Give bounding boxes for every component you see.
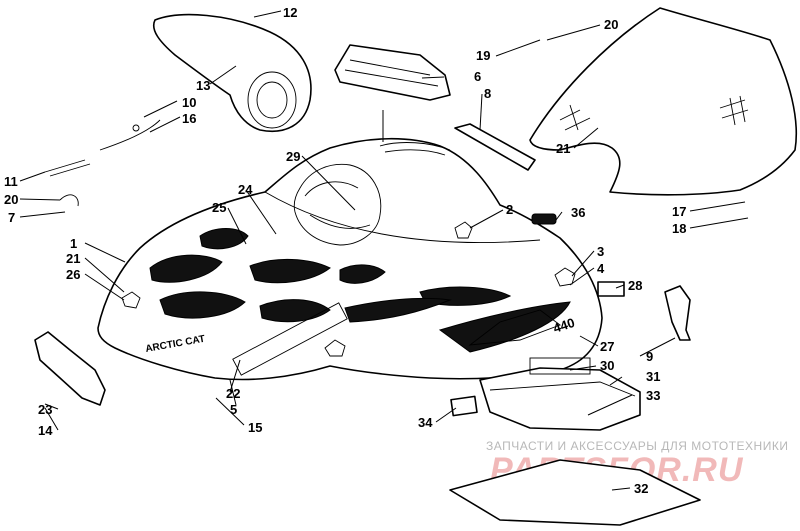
callout-20-top: 20 <box>604 17 618 32</box>
callout-5: 5 <box>230 402 237 417</box>
storage-box <box>479 367 641 431</box>
hood-crease <box>264 191 541 244</box>
vent-lower-left <box>159 291 246 319</box>
callout-10: 10 <box>182 95 196 110</box>
callout-21: 21 <box>66 251 80 266</box>
hood: 440 ARCTIC CAT <box>97 137 603 381</box>
vent-lower-center <box>259 299 331 323</box>
decal-2 <box>454 221 473 239</box>
stripe-lower-right <box>438 301 571 353</box>
gauge-inner <box>256 81 288 119</box>
bracket-24 <box>34 331 106 406</box>
vent-left-upper <box>199 228 249 250</box>
leader-lines <box>19 10 749 491</box>
callout-6: 6 <box>474 69 481 84</box>
stripe-center <box>344 297 452 323</box>
spring-11 <box>44 159 91 177</box>
windshield-outline <box>529 7 798 196</box>
console-13 <box>153 13 312 132</box>
callout-29: 28 <box>628 278 642 293</box>
cable-16 <box>99 119 161 151</box>
vent-center <box>249 259 331 284</box>
callout-36: 36 <box>571 205 585 220</box>
storage-32 <box>479 357 641 431</box>
callout-28: 27 <box>600 339 614 354</box>
callout-35: 34 <box>418 415 433 430</box>
callout-13: 13 <box>196 78 210 93</box>
callout-3: 3 <box>597 244 604 259</box>
callout-19: 19 <box>476 48 490 63</box>
decal-27 <box>121 291 141 309</box>
callout-8: 8 <box>484 86 491 101</box>
fastener-10 <box>132 124 140 132</box>
callout-2: 2 <box>506 202 513 217</box>
decal-plate-6 <box>334 44 451 101</box>
callout-34: 33 <box>646 388 660 403</box>
callout-31: 30 <box>600 358 614 373</box>
decal-3 <box>554 267 576 287</box>
callout-24: 23 <box>38 402 52 417</box>
callout-27: 26 <box>66 267 80 282</box>
label-31 <box>529 357 591 375</box>
decal-29 <box>597 281 625 297</box>
mat-33 <box>449 459 701 526</box>
callout-11: 11 <box>4 174 18 189</box>
callout-25: 24 <box>238 182 253 197</box>
callout-labels: 12 13 10 16 11 20 7 1 21 26 24 25 29 6 8… <box>4 5 686 496</box>
callout-30: 29 <box>286 149 300 164</box>
windshield-hatch <box>719 95 749 126</box>
storage-lid-line <box>489 381 636 397</box>
watermark-tagline: ЗАПЧАСТИ И АКСЕССУАРЫ ДЛЯ МОТОТЕХНИКИ <box>486 439 788 453</box>
callout-16: 16 <box>182 111 196 126</box>
callout-23: 22 <box>226 386 240 401</box>
callout-20-left: 20 <box>4 192 18 207</box>
side-vent-9 <box>664 285 691 341</box>
callout-4: 4 <box>597 261 605 276</box>
windshield-hatch-left <box>559 104 591 131</box>
callout-22: 21 <box>556 141 570 156</box>
decal-hood-side <box>324 339 346 357</box>
callout-14: 14 <box>38 423 53 438</box>
callout-33: 32 <box>634 481 648 496</box>
windshield-opening <box>293 163 382 246</box>
callout-7: 7 <box>8 210 15 225</box>
windshield-17 <box>529 7 798 196</box>
callout-26: 25 <box>212 200 226 215</box>
vent-left-mid <box>149 254 223 283</box>
decal-plate-6-lines <box>344 59 439 87</box>
trim-strip-8 <box>454 123 536 171</box>
side-decal-23 <box>232 302 348 376</box>
callout-18: 18 <box>672 221 686 236</box>
opening-detail <box>304 181 371 229</box>
clip-20 <box>59 194 79 207</box>
callout-9: 9 <box>646 349 653 364</box>
console-body <box>153 13 312 132</box>
callout-17: 17 <box>672 204 686 219</box>
callout-15: 15 <box>248 420 262 435</box>
model-decal: 440 <box>551 315 576 336</box>
decal-35 <box>450 395 478 417</box>
badge-36 <box>531 213 557 225</box>
callout-12: 12 <box>283 5 297 20</box>
callout-32: 31 <box>646 369 660 384</box>
z-logo-decal <box>468 309 561 346</box>
gauge-ring <box>247 71 297 129</box>
callout-1: 1 <box>70 236 77 251</box>
hood-ridge <box>379 142 451 156</box>
vent-center-right <box>339 264 386 284</box>
